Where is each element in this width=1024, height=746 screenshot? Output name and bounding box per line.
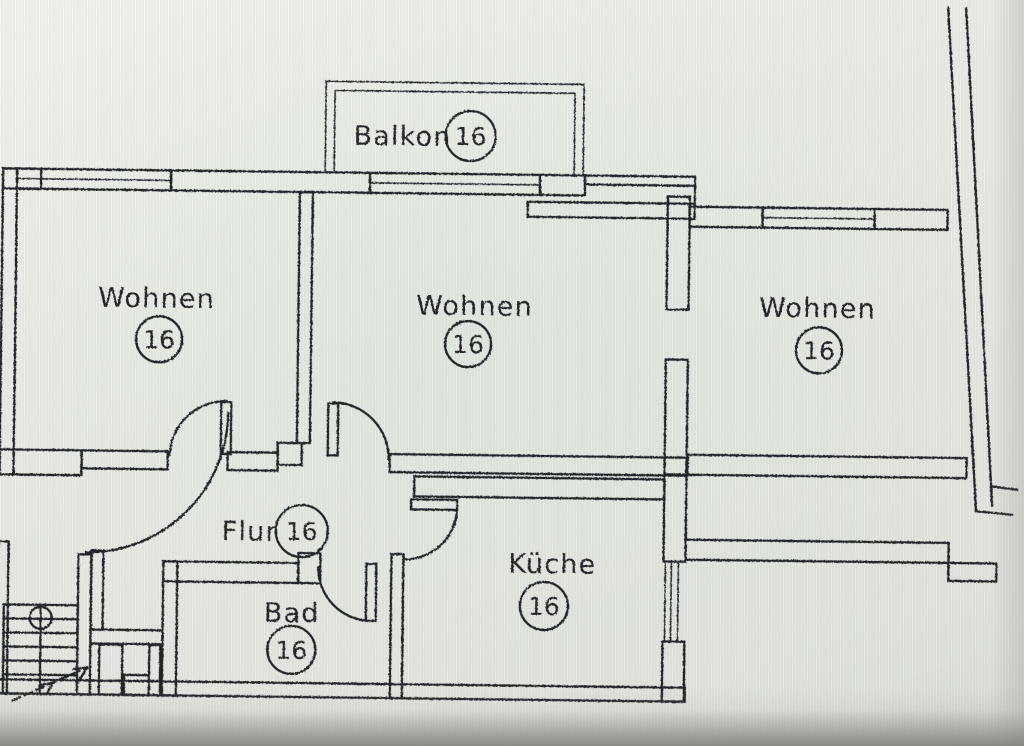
door-arc	[168, 399, 233, 456]
number-circle	[134, 315, 184, 364]
number-circle	[518, 580, 570, 632]
door-arc	[403, 498, 459, 561]
label-text: Balkon	[353, 121, 451, 153]
staircase	[1, 603, 89, 702]
room-label-kueche: Küche 16	[508, 549, 597, 632]
number-text: 16	[275, 636, 307, 665]
number-circle	[274, 503, 329, 559]
number-text: 16	[455, 122, 487, 151]
number-text: 16	[286, 517, 318, 546]
number-text: 16	[143, 325, 175, 354]
room-label-wohnen-right: Wohnen 16	[759, 293, 876, 375]
room-label-wohnen-left: Wohnen 16	[98, 283, 215, 364]
label-text: Wohnen	[759, 293, 876, 325]
number-text: 16	[528, 592, 560, 621]
window	[663, 560, 680, 643]
door-arc	[317, 562, 378, 623]
label-text: Flur	[222, 516, 278, 548]
number-circle	[443, 319, 493, 369]
label-text: Küche	[508, 549, 596, 581]
number-circle	[794, 326, 844, 375]
number-circle	[266, 624, 317, 676]
number-text: 16	[452, 330, 484, 359]
entrance-door-arc	[84, 411, 230, 554]
label-text: Bad	[264, 598, 320, 630]
room-label-bad: Bad 16	[264, 598, 320, 676]
number-text: 16	[803, 336, 835, 365]
doors	[84, 399, 459, 623]
room-label-balkon: Balkon 16	[353, 109, 497, 163]
window	[761, 206, 876, 231]
label-text: Wohnen	[416, 290, 533, 322]
stair-newel-icon	[28, 605, 53, 630]
bath-fixtures	[97, 643, 162, 697]
room-label-flur: Flur 16	[222, 503, 329, 559]
balcony-outline	[324, 80, 586, 177]
room-label-wohnen-middle: Wohnen 16	[416, 290, 533, 369]
door-arc	[326, 401, 390, 461]
number-circle	[444, 109, 497, 163]
window	[368, 171, 542, 197]
label-text: Wohnen	[98, 283, 215, 315]
room-labels: Balkon 16 Wohnen 16 Wohnen 16 Wohnen	[98, 109, 876, 676]
